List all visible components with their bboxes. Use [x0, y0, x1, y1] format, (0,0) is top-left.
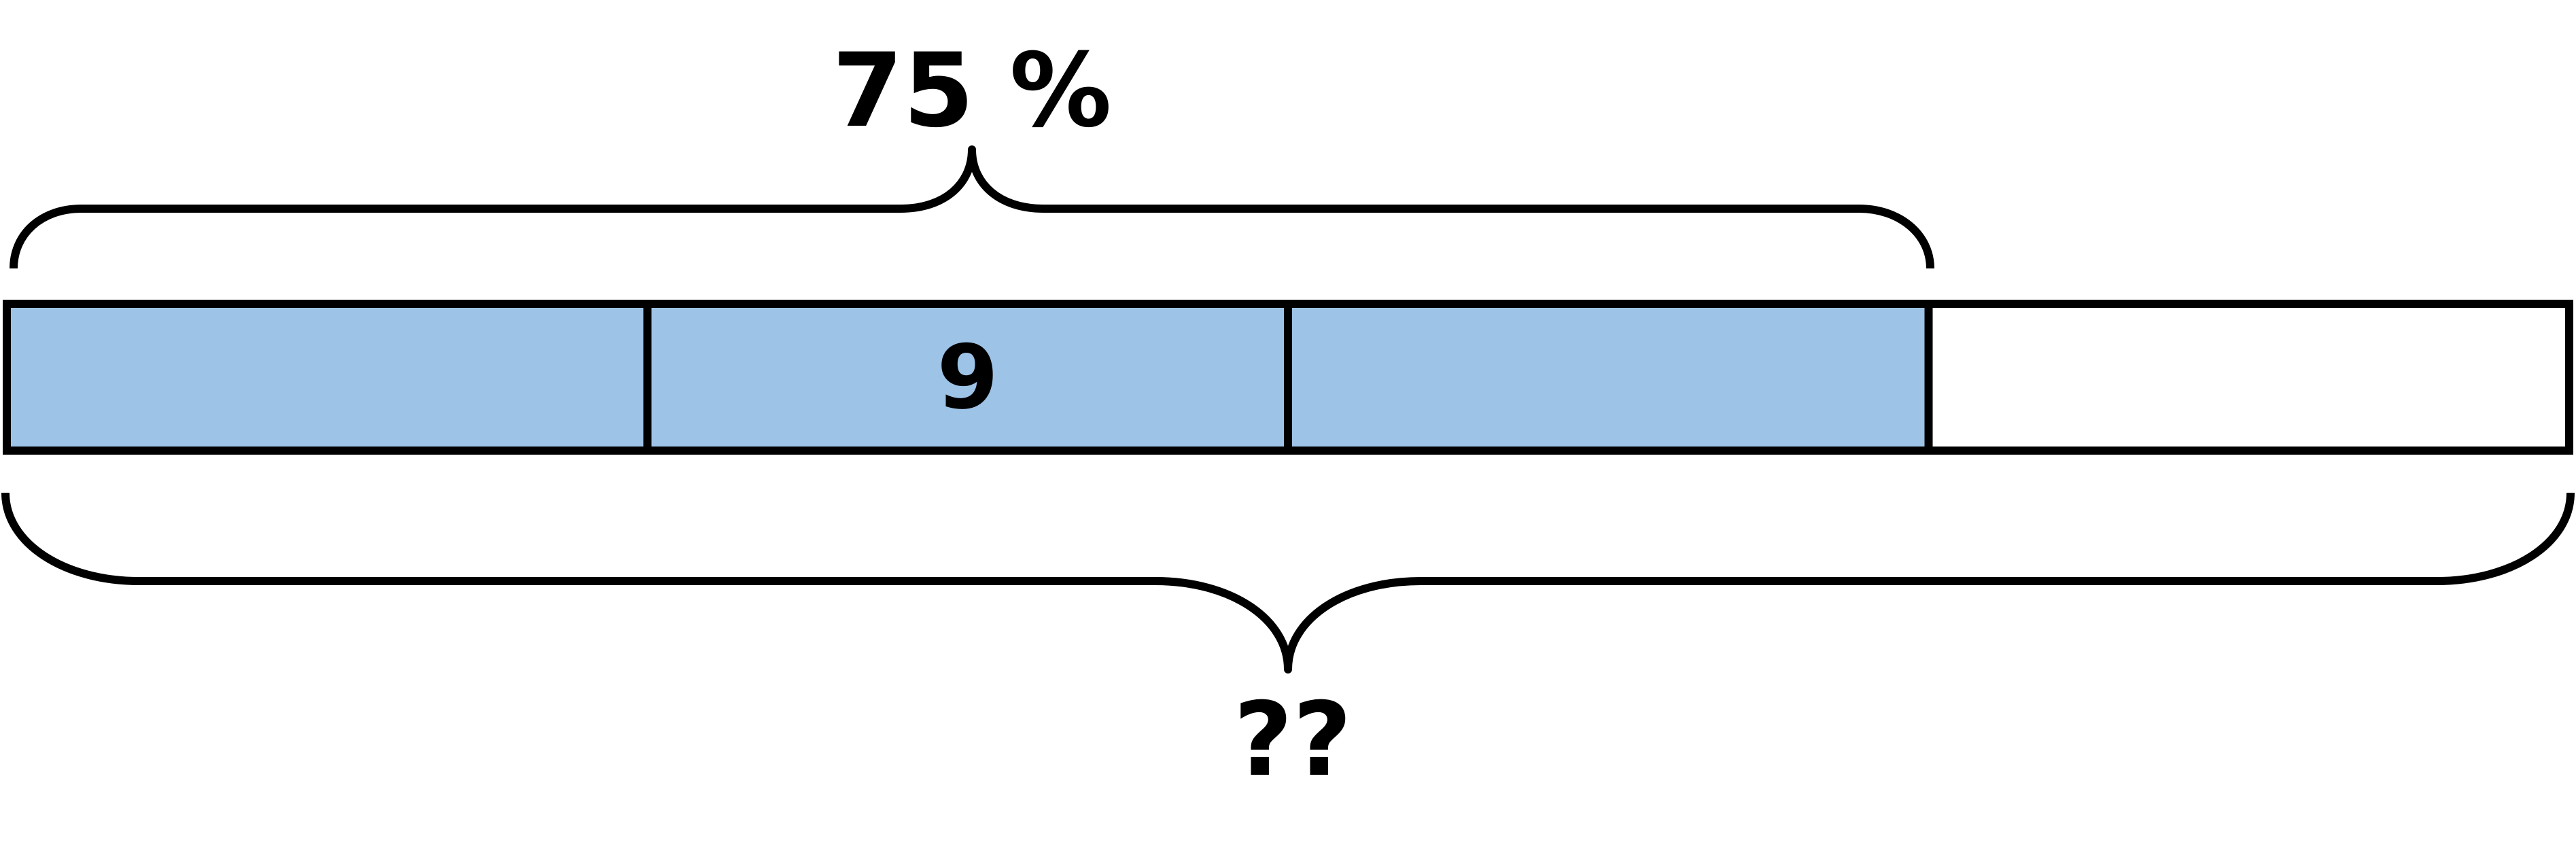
tape-segment-shaded: [1284, 300, 1933, 455]
bottom-brace: [1, 492, 2575, 674]
top-brace: [10, 145, 1934, 269]
tape-bar: 9: [3, 300, 2573, 455]
bottom-unknown-label: ??: [1234, 681, 1352, 799]
tape-segment-shaded: [3, 300, 652, 455]
top-percent-label: 75 %: [832, 32, 1111, 150]
tape-segment-value: 9: [937, 326, 998, 429]
tape-segment-shaded: [643, 300, 1292, 455]
tape-segment-unshaded: [1924, 300, 2573, 455]
